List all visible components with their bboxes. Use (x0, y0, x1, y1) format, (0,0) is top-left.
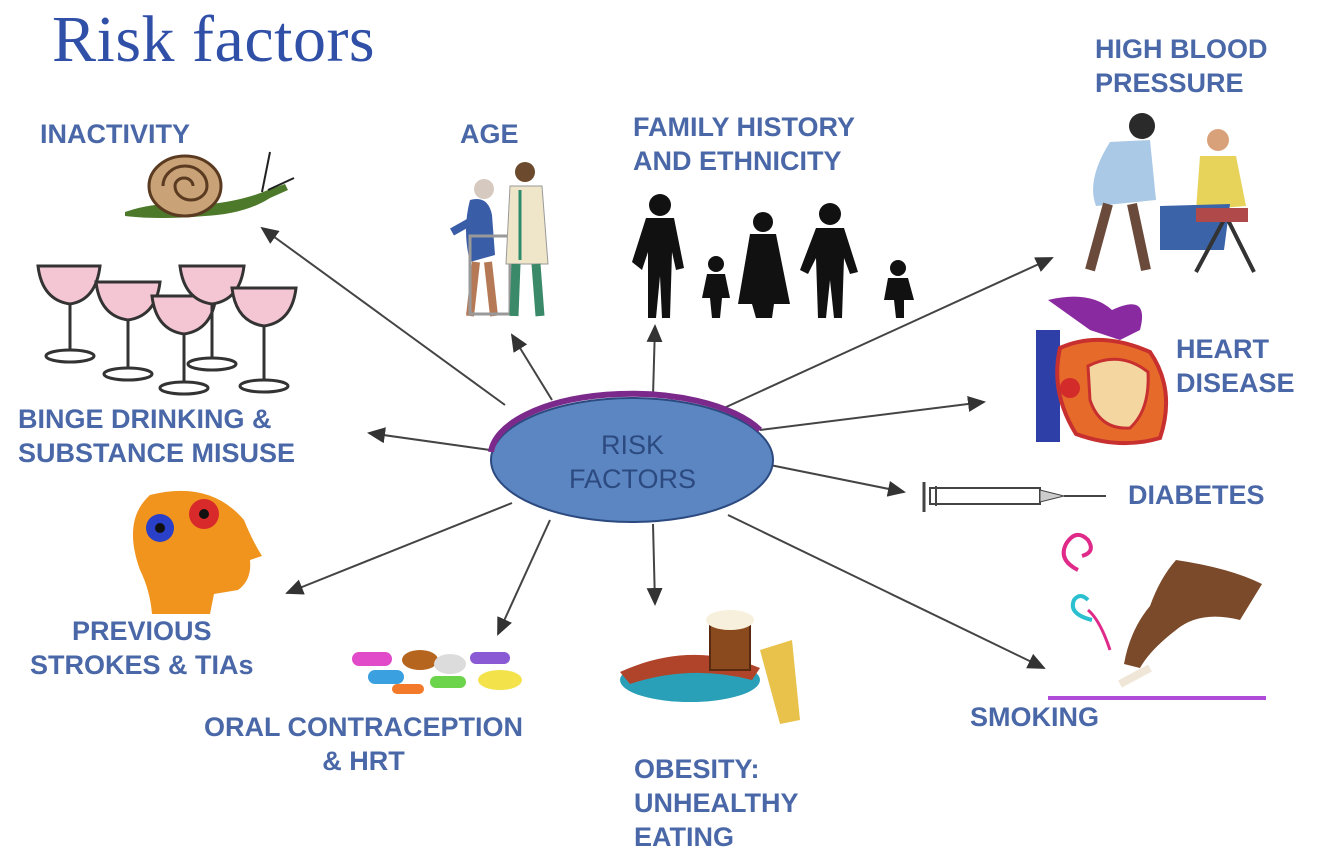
blood-pressure-icon (1085, 113, 1256, 273)
center-node (488, 390, 774, 523)
label-high-blood-pressure: HIGH BLOOD PRESSURE (1095, 34, 1268, 98)
arrow-oral-contraception (497, 519, 551, 636)
label-previous-strokes: PREVIOUS STROKES & TIAs (30, 616, 254, 680)
elderly-care-icon (450, 162, 549, 317)
arrow-heart-disease (759, 396, 986, 431)
wine-glasses-icon (36, 264, 298, 396)
label-binge-drinking: BINGE DRINKING & SUBSTANCE MISUSE (18, 404, 296, 468)
arrow-previous-strokes (285, 502, 513, 595)
arrow-obesity (646, 523, 663, 606)
family-icon (632, 194, 914, 318)
head-gears-icon (132, 490, 262, 614)
arrow-age (510, 333, 553, 401)
label-age: AGE (460, 119, 519, 149)
pills-icon (352, 650, 522, 694)
page-title: Risk factors (52, 3, 376, 76)
label-obesity: OBESITY: UNHEALTHY EATING (634, 754, 799, 852)
label-heart-disease: HEART DISEASE (1176, 334, 1295, 398)
label-diabetes: DIABETES (1128, 480, 1265, 510)
arrow-high-blood-pressure (723, 257, 1054, 409)
heart-icon (1036, 296, 1169, 446)
junk-food-icon (620, 610, 800, 724)
snail-icon (125, 151, 295, 218)
cigarette-hand-icon (1048, 532, 1266, 700)
arrow-diabetes (769, 464, 906, 497)
arrows (260, 226, 1054, 669)
label-family-history: FAMILY HISTORY AND ETHNICITY (633, 112, 856, 176)
arrow-inactivity (260, 226, 506, 406)
arrow-smoking (727, 514, 1046, 669)
syringe-icon (922, 482, 1106, 512)
label-inactivity: INACTIVITY (40, 119, 191, 149)
arrow-binge-drinking (367, 427, 491, 451)
center-label: RISK FACTORS (568, 430, 697, 494)
label-smoking: SMOKING (970, 702, 1100, 732)
arrow-family-history (646, 324, 663, 397)
label-oral-contraception: ORAL CONTRACEPTION & HRT (204, 712, 524, 776)
